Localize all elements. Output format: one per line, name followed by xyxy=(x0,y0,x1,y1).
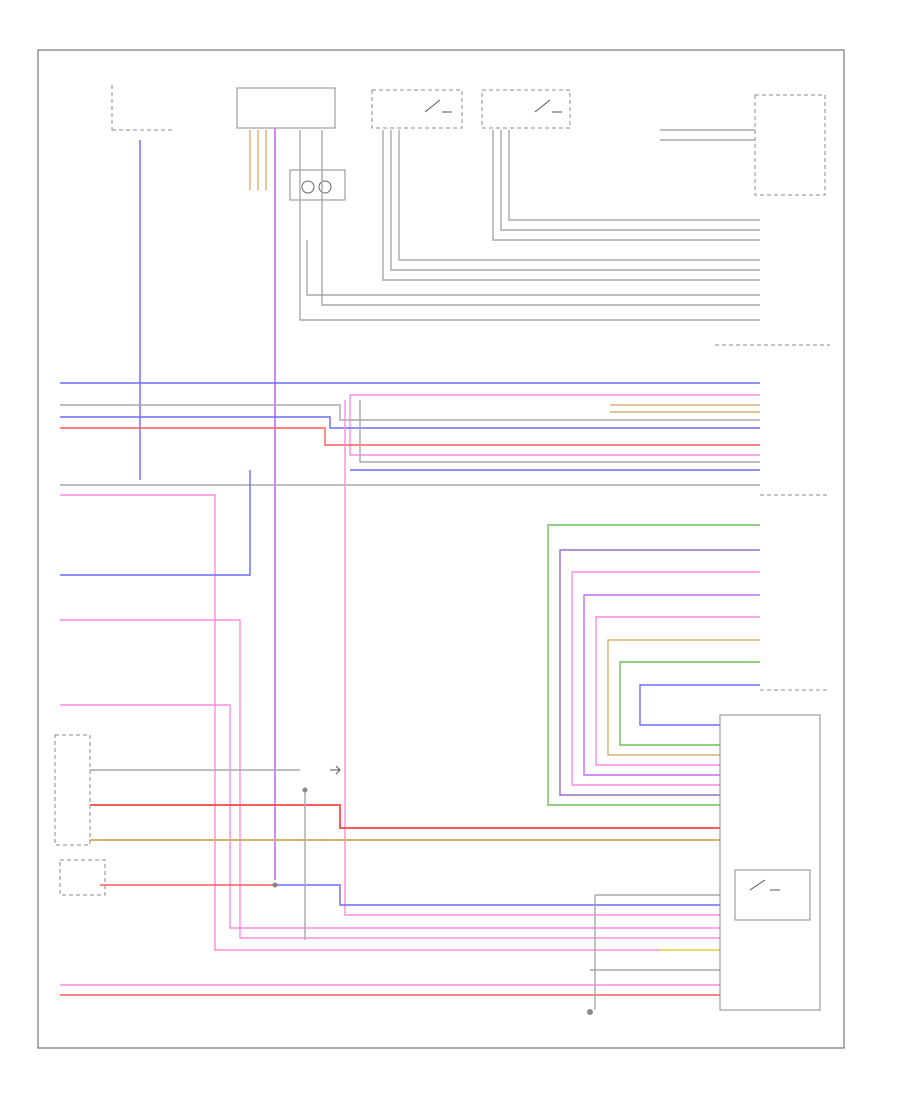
wires xyxy=(60,128,760,1010)
wire-gray xyxy=(660,129,755,141)
top-components xyxy=(111,85,826,201)
control-module-box xyxy=(236,87,336,129)
wire-blue xyxy=(60,416,760,429)
wire-pink xyxy=(595,616,760,766)
wire-gray xyxy=(390,130,760,271)
wire-gray xyxy=(321,130,760,306)
wire-green xyxy=(547,524,760,806)
wire-pink xyxy=(60,494,720,951)
wire-red xyxy=(90,804,720,829)
ground-icon xyxy=(272,882,278,888)
connector-pins xyxy=(272,765,593,1015)
wire-blue xyxy=(60,470,251,576)
wire-gray xyxy=(492,130,760,241)
left-module-box xyxy=(54,734,91,846)
wire-tan xyxy=(610,404,760,413)
switch-box-1 xyxy=(371,89,463,129)
wire-pink xyxy=(60,704,720,929)
dashed-separator xyxy=(715,344,830,691)
modules xyxy=(54,344,830,1011)
wire-gray xyxy=(508,130,760,221)
lamp-icon xyxy=(301,180,315,194)
connector-stub xyxy=(111,85,175,131)
wire-gray xyxy=(299,130,760,321)
wire-blue xyxy=(639,684,760,726)
arrow-icon xyxy=(330,765,341,775)
wire-gray xyxy=(398,130,760,261)
wire-pink xyxy=(571,571,760,786)
wire-gray xyxy=(500,130,760,231)
relay-box xyxy=(289,169,346,201)
diagram-frame xyxy=(37,49,845,1049)
wire-tan xyxy=(249,130,267,190)
wire-gray xyxy=(382,130,760,281)
wire-tan xyxy=(607,639,760,756)
switch-icon xyxy=(534,99,562,113)
switch-box-2 xyxy=(481,89,571,129)
wire-green xyxy=(619,661,760,746)
right-module-box xyxy=(754,94,826,196)
module-box-right xyxy=(719,714,821,1011)
switch-icon xyxy=(749,879,780,891)
switch-box-bottom xyxy=(734,869,811,921)
wire-violet xyxy=(583,594,760,776)
switch-icon xyxy=(424,99,452,113)
wire-purple xyxy=(559,549,760,796)
lamp-icon xyxy=(318,180,332,194)
ground-icon xyxy=(302,787,308,793)
wire-gray xyxy=(306,240,760,296)
wire-pink xyxy=(60,619,720,939)
left-sensor-box xyxy=(59,859,106,896)
wire-pink xyxy=(349,395,760,456)
wire-red xyxy=(60,427,760,446)
wire-gray xyxy=(359,400,760,463)
wire-gray xyxy=(60,404,760,421)
wire-blue xyxy=(275,884,720,906)
wire-pink xyxy=(344,400,720,916)
ground-icon xyxy=(587,1009,593,1015)
